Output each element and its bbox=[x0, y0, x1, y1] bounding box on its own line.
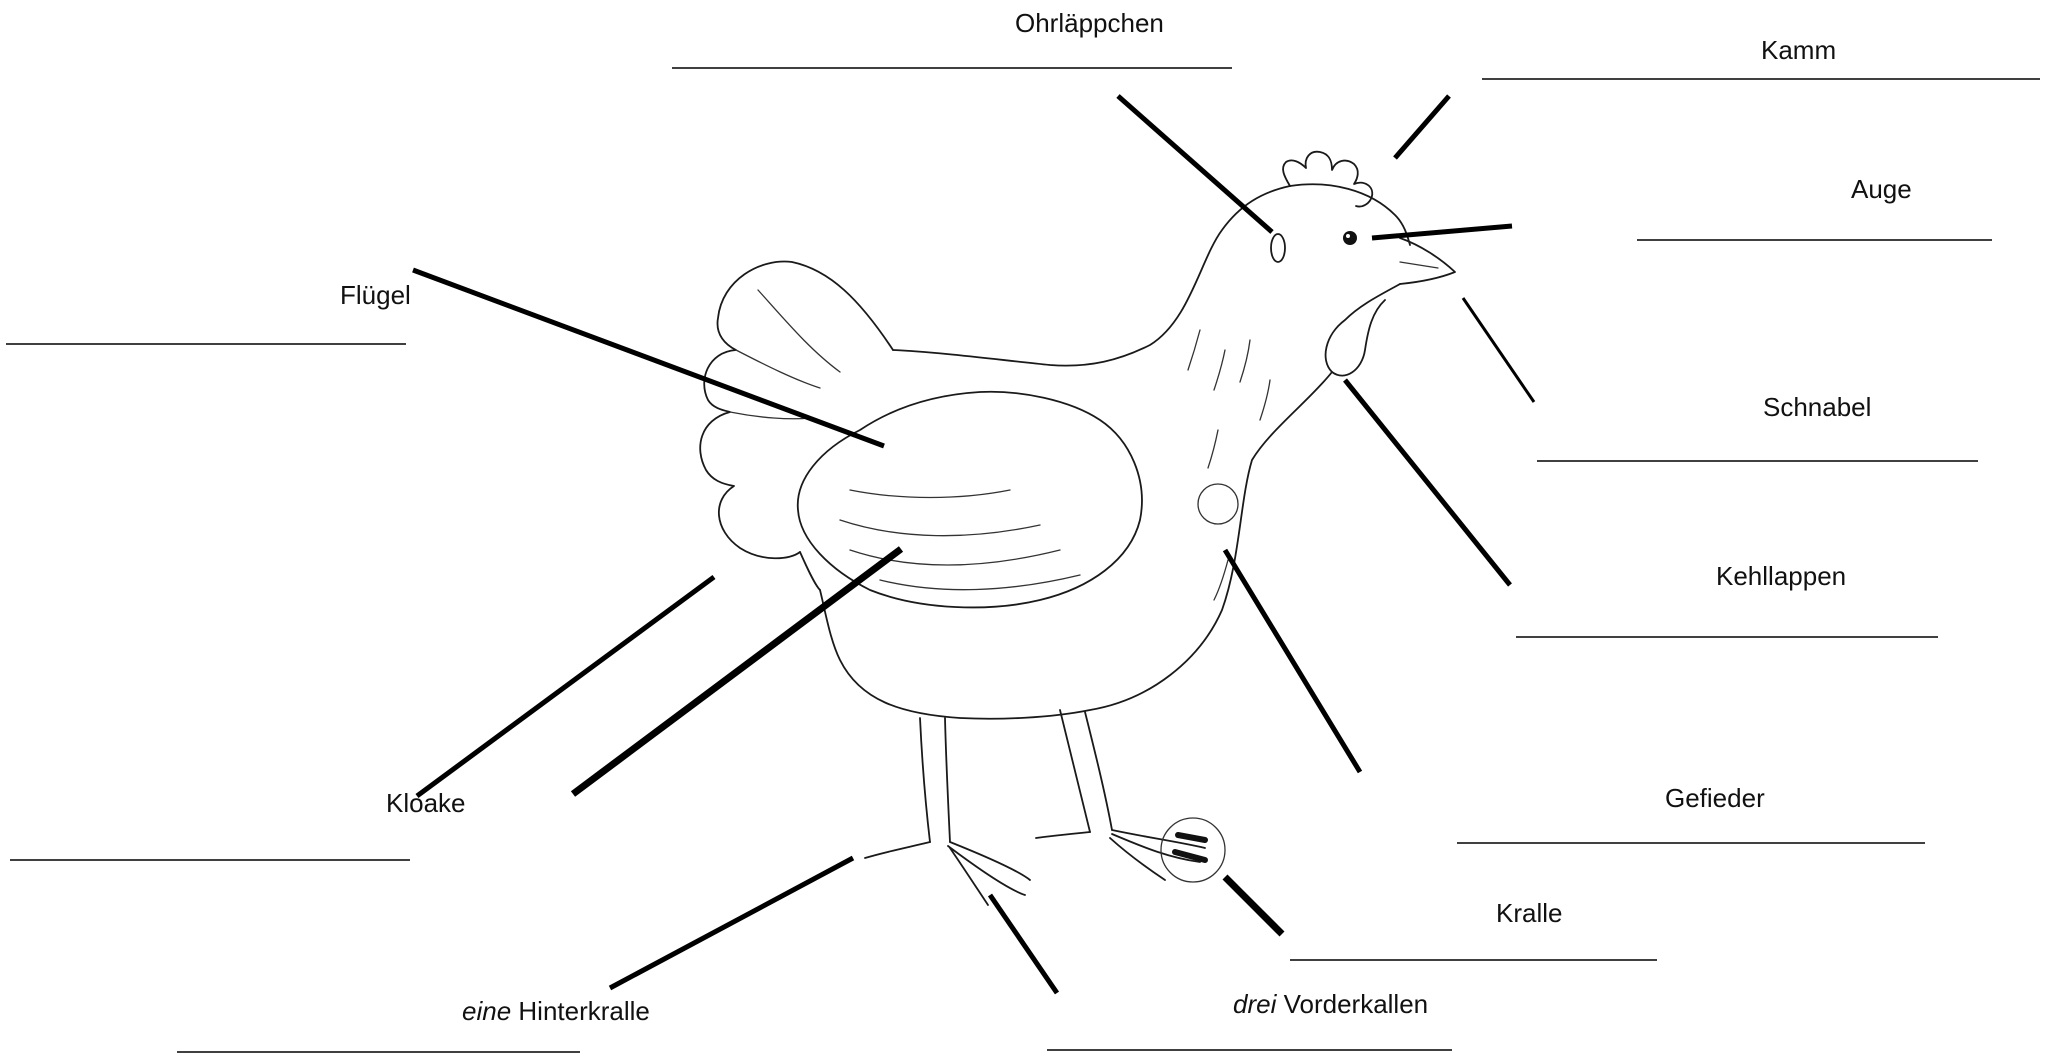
leader-kehllappen bbox=[1345, 380, 1510, 585]
label-hinterkralle-prefix: eine bbox=[462, 996, 511, 1026]
chicken-left-leg bbox=[920, 718, 950, 842]
answer-lines bbox=[6, 68, 2040, 1052]
leader-cloaca-arrow bbox=[573, 549, 901, 794]
chicken-right-leg bbox=[1060, 710, 1112, 832]
leader-kamm bbox=[1395, 96, 1449, 158]
label-kehllappen: Kehllappen bbox=[1716, 563, 1846, 589]
tail-feathers bbox=[700, 262, 893, 559]
label-hinterkralle-word: Hinterkralle bbox=[518, 996, 650, 1026]
chicken-left-foot bbox=[865, 842, 1030, 905]
leader-vorderkrallen bbox=[990, 895, 1057, 993]
label-kamm: Kamm bbox=[1761, 37, 1836, 63]
chicken-wattle bbox=[1326, 284, 1400, 376]
label-ohrlaeppchen: Ohrläppchen bbox=[1015, 10, 1164, 36]
leader-ohrlaeppchen bbox=[1118, 96, 1272, 232]
claw-marker bbox=[1161, 818, 1225, 882]
leader-kloake bbox=[417, 577, 714, 796]
leader-lines bbox=[413, 96, 1534, 993]
chicken-eye bbox=[1343, 231, 1357, 245]
label-gefieder: Gefieder bbox=[1665, 785, 1765, 811]
label-vorderkrallen-word: Vorderkallen bbox=[1284, 989, 1429, 1019]
cloaca-marker bbox=[1198, 484, 1238, 524]
leader-fluegel bbox=[413, 270, 884, 446]
label-kralle: Kralle bbox=[1496, 900, 1562, 926]
chicken-back bbox=[893, 186, 1290, 366]
chicken-wing bbox=[798, 392, 1142, 608]
chicken-comb bbox=[1283, 152, 1372, 207]
leader-gefieder bbox=[1225, 550, 1360, 772]
chicken-breast bbox=[820, 372, 1332, 719]
label-kloake: Kloake bbox=[386, 790, 466, 816]
label-fluegel: Flügel bbox=[340, 282, 411, 308]
leader-hinterkralle bbox=[610, 858, 853, 988]
label-vorderkrallen: drei Vorderkallen bbox=[1233, 991, 1428, 1017]
leader-kralle bbox=[1225, 877, 1282, 934]
label-hinterkralle: eine Hinterkralle bbox=[462, 998, 650, 1024]
chicken-earlobe bbox=[1271, 234, 1285, 262]
leader-auge bbox=[1372, 226, 1512, 238]
label-vorderkrallen-prefix: drei bbox=[1233, 989, 1276, 1019]
chicken-illustration bbox=[700, 152, 1455, 905]
label-auge: Auge bbox=[1851, 176, 1912, 202]
label-schnabel: Schnabel bbox=[1763, 394, 1871, 420]
chicken-beak bbox=[1400, 238, 1455, 284]
leader-schnabel bbox=[1463, 298, 1534, 402]
